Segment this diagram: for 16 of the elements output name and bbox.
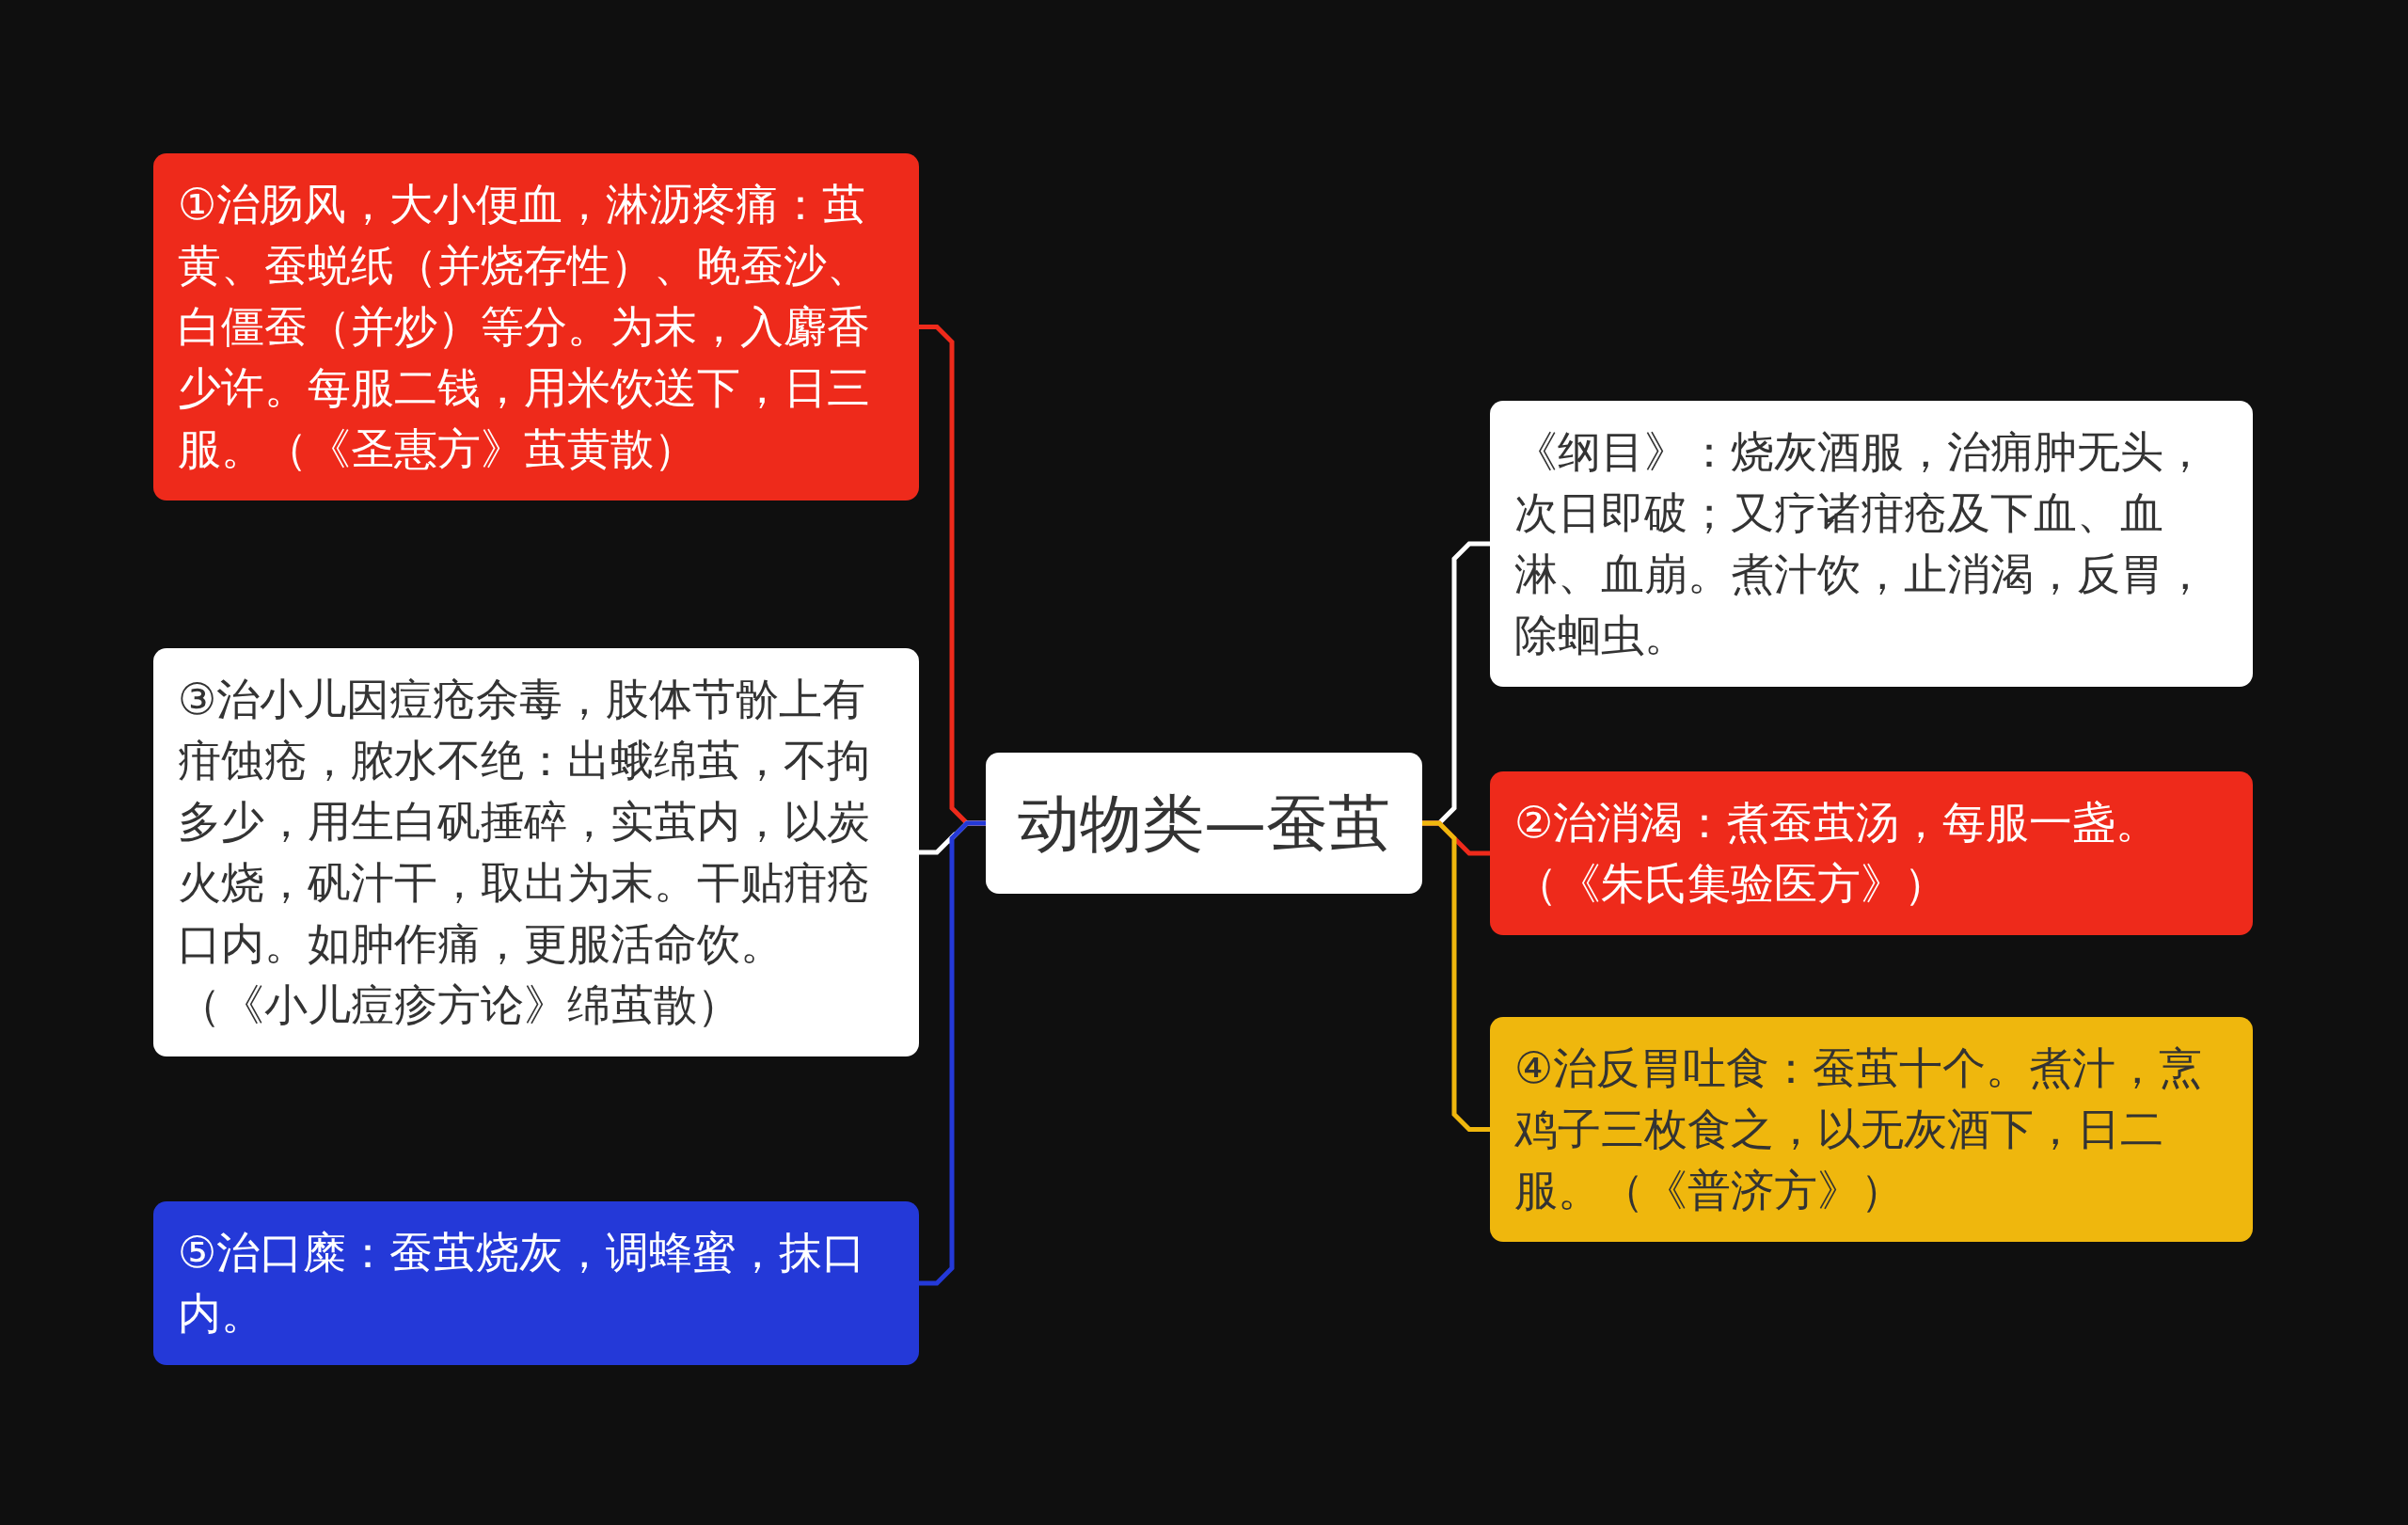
topic-text: ①治肠风，大小便血，淋沥疼痛：茧黄、蚕蜕纸（并烧存性）、晚蚕沙、白僵蚕（并炒）等分。为末，入麝香少许。每服二钱，用米饮送下，日三服。（《圣惠方》茧黄散） (178, 178, 871, 476)
topic-text: 《纲目》：烧灰酒服，治痈肿无头，次日即破；又疗诸疳疮及下血、血淋、血崩。煮汁饮，止消渴，反胃，除蛔虫。 (1514, 425, 2208, 662)
topic-text: ④治反胃吐食：蚕茧十个。煮汁，烹鸡子三枚食之，以无灰酒下，日二服。（《普济方》） (1514, 1041, 2204, 1217)
connector-line (1422, 820, 1490, 1132)
topic-title: 动物类—蚕茧 (1018, 792, 1390, 854)
connector-line (919, 820, 986, 1286)
topic-box (153, 153, 919, 500)
topic-text: ⑤治口糜：蚕茧烧灰，调蜂蜜，抹口内。 (178, 1226, 867, 1341)
central-topic-box (986, 753, 1422, 894)
topic-box (153, 1201, 919, 1365)
topic-box (1490, 401, 2253, 687)
topic-text: ③治小儿因痘疮余毒，肢体节骱上有疳蚀疮，脓水不绝：出蛾绵茧，不拘多少，用生白矾捶碎，实茧内，以炭火烧，矾汁干，取出为末。干贴疳疮口内。如肿作痛，更服活命饮。（《小儿痘疹方论》绵茧散） (178, 673, 871, 1032)
topic-text: ②治消渴：煮蚕茧汤，每服一盏。（《朱氏集验医方》） (1514, 796, 2161, 911)
topic-box (1490, 771, 2253, 935)
topic-box (1490, 1017, 2253, 1242)
topic-box (153, 648, 919, 1056)
